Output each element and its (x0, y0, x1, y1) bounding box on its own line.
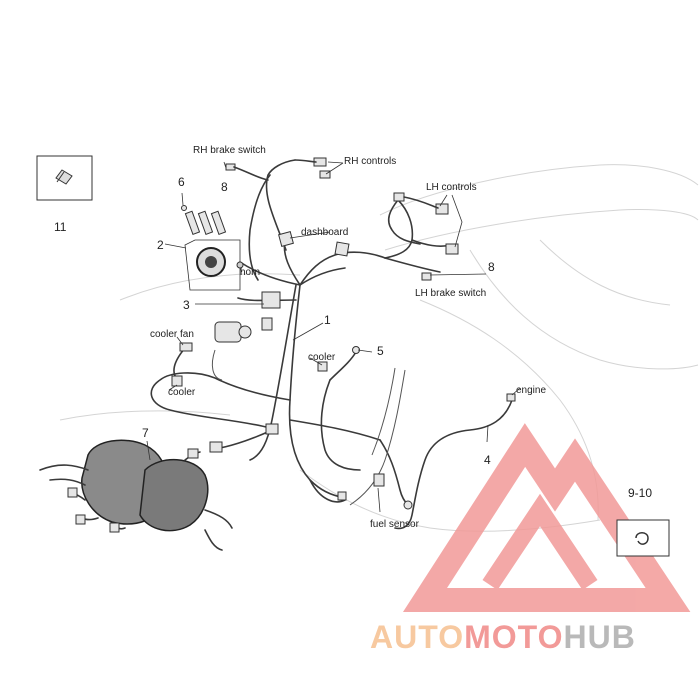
label-rh-brake-switch: RH brake switch (193, 145, 266, 156)
cooler-connector-left (171, 375, 183, 387)
cooler-sensor (317, 346, 360, 372)
number-7: 7 (142, 426, 149, 440)
dashboard-connector-2 (334, 241, 350, 257)
clip-icon (635, 532, 649, 545)
text-labels: RH brake switch RH controls LH controls … (150, 145, 546, 530)
dashboard-connector-1 (278, 231, 294, 247)
rh-connectors (225, 157, 331, 181)
cooler-fan-motor (171, 321, 252, 387)
label-engine: engine (516, 385, 546, 396)
label-cooler-right: cooler (308, 352, 336, 363)
cooler-fan-connector (179, 342, 193, 352)
number-1: 1 (324, 313, 331, 327)
number-8-right: 8 (488, 260, 495, 274)
brand-wordmark: AUTOMOTOHUB (370, 619, 636, 655)
label-fuel-sensor: fuel sensor (370, 519, 420, 530)
brand-logo (402, 423, 691, 612)
part-numbers: 1 2 3 4 5 6 7 8 8 9-10 11 (54, 175, 652, 500)
engine-harness (394, 393, 516, 530)
brand-hub: HUB (563, 619, 635, 655)
fuel-sensor-connector (373, 473, 385, 487)
label-rh-controls: RH controls (344, 156, 396, 167)
logo-inner (482, 493, 598, 590)
fuses (181, 205, 227, 236)
cooler-connector (317, 361, 328, 372)
label-horn: horn (240, 267, 260, 278)
number-9-10: 9-10 (628, 486, 652, 500)
logo-triangle (402, 423, 691, 612)
brand-moto: MOTO (464, 619, 563, 655)
part-11-box (36, 155, 93, 201)
lh-connectors (387, 192, 459, 281)
harness-connectors (209, 423, 279, 453)
instrument-panel (39, 439, 233, 551)
frame-tubes (349, 367, 406, 506)
number-5: 5 (377, 344, 384, 358)
number-8-top: 8 (221, 180, 228, 194)
number-3: 3 (183, 298, 190, 312)
screw-icon (55, 169, 73, 185)
brand-auto: AUTO (370, 619, 464, 655)
number-4: 4 (484, 453, 491, 467)
part-9-10-box (616, 519, 670, 557)
number-6: 6 (178, 175, 185, 189)
fan-motor-body (214, 321, 242, 343)
engine-connector (506, 393, 516, 402)
relay-part (261, 291, 281, 331)
relay-block (261, 291, 281, 309)
label-dashboard: dashboard (301, 227, 348, 238)
instrument-right-pod (139, 458, 209, 532)
leader-lines (146, 161, 521, 513)
number-2: 2 (157, 238, 164, 252)
label-cooler-left: cooler (168, 387, 196, 398)
label-lh-brake-switch: LH brake switch (415, 288, 486, 299)
label-cooler-fan: cooler fan (150, 329, 194, 340)
dashboard-connectors (278, 231, 350, 257)
label-lh-controls: LH controls (426, 182, 477, 193)
horn-assembly (184, 239, 244, 291)
number-11: 11 (54, 220, 67, 234)
fuel-sensor-part (337, 473, 413, 510)
